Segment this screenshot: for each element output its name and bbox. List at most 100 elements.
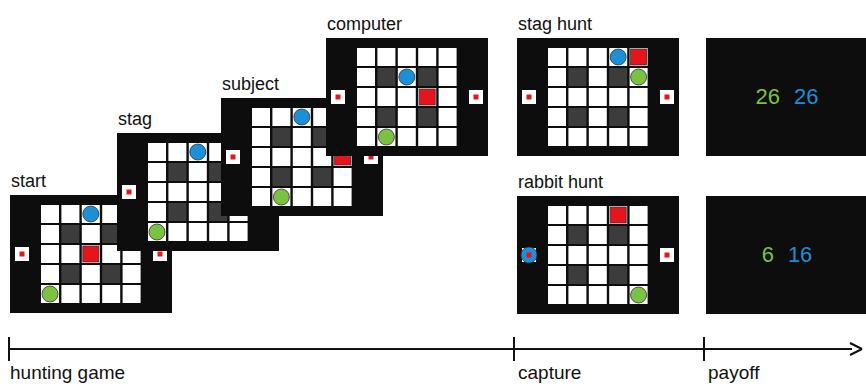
grid-cell [123,285,141,303]
grid-cell [630,226,648,244]
payoff-number: 6 [762,242,774,268]
grid-cell [568,88,586,106]
stag-square [631,49,647,65]
grid-cell [398,88,416,106]
grid-cell [252,148,270,166]
axis-arrowhead [850,343,862,355]
grid-cell [418,68,436,86]
payoff-number: 26 [756,84,780,110]
rabbit-dot [231,155,236,160]
grid-cell [148,163,166,181]
grid-cell [377,108,395,126]
exit-cell [660,248,674,262]
rabbit-dot [527,253,532,258]
grid-cell [439,48,457,66]
rabbit-dot [527,253,532,258]
grid-board [221,98,383,216]
game-board: rabbit hunt [517,196,679,314]
stag-square [83,246,99,262]
computer-circle [190,144,206,160]
board-background [117,133,279,251]
grid-cell [568,206,586,224]
grid-cell [82,285,100,303]
grid-cell [548,48,566,66]
grid-cell [589,68,607,86]
grid-cell [252,128,270,146]
grid-cell [568,286,586,304]
grid-cell [568,226,586,244]
grid-board [517,196,679,314]
grid-cell [168,183,186,201]
grid-cell [609,266,627,284]
grid-cell [398,128,416,146]
subject-circle [149,224,165,240]
grid-cell [293,128,311,146]
grid-cell [357,68,375,86]
grid-cell [418,128,436,146]
grid-cell [82,225,100,243]
game-board: subject [221,98,383,216]
rabbit-dot [127,190,132,195]
grid-cell [293,168,311,186]
grid-cell [189,223,207,241]
grid-cell [41,265,59,283]
grid-cell [630,128,648,146]
grid-cell [357,88,375,106]
grid-cell [41,225,59,243]
rabbit-dot [474,95,479,100]
grid-cell [418,88,436,106]
phase-label: payoff [708,362,759,384]
grid-cell [357,48,375,66]
grid-cell [589,226,607,244]
computer-circle [610,49,626,65]
grid-cell [418,48,436,66]
grid-cell [630,266,648,284]
payoff-number: 16 [788,242,812,268]
grid-cell [630,68,648,86]
grid-cell [548,226,566,244]
grid-cell [230,223,248,241]
grid-cell [272,128,290,146]
grid-cell [148,143,166,161]
grid-cell [209,223,227,241]
grid-cell [568,68,586,86]
grid-cell [609,88,627,106]
game-board: computer [326,38,488,156]
grid-cell [377,88,395,106]
grid-cell [168,203,186,221]
grid-cell [630,88,648,106]
stage-label: computer [327,14,402,35]
grid-cell [630,246,648,264]
grid-cell [439,68,457,86]
grid-cell [589,88,607,106]
subject-circle [631,69,647,85]
exit-cell [469,90,483,104]
grid-board [326,38,488,156]
grid-cell [61,225,79,243]
exit-cell [331,90,345,104]
stage-label: start [11,171,46,192]
grid-cell [189,163,207,181]
subject-circle [631,287,647,303]
grid-cell [189,203,207,221]
grid-cell [439,88,457,106]
grid-cell [568,128,586,146]
grid-cell [272,148,290,166]
grid-cell [548,246,566,264]
grid-cell [568,246,586,264]
grid-cell [609,246,627,264]
grid-cell [82,265,100,283]
grid-cell [630,286,648,304]
grid-cell [293,148,311,166]
grid-cell [61,265,79,283]
rabbit-dot [20,252,25,257]
grid-board [517,38,679,156]
computer-circle [399,69,415,85]
stag-square [419,89,435,105]
grid-cell [357,128,375,146]
exit-cell [660,90,674,104]
grid-cell [252,188,270,206]
grid-cell [61,285,79,303]
grid-cell [252,168,270,186]
grid-cell [377,48,395,66]
